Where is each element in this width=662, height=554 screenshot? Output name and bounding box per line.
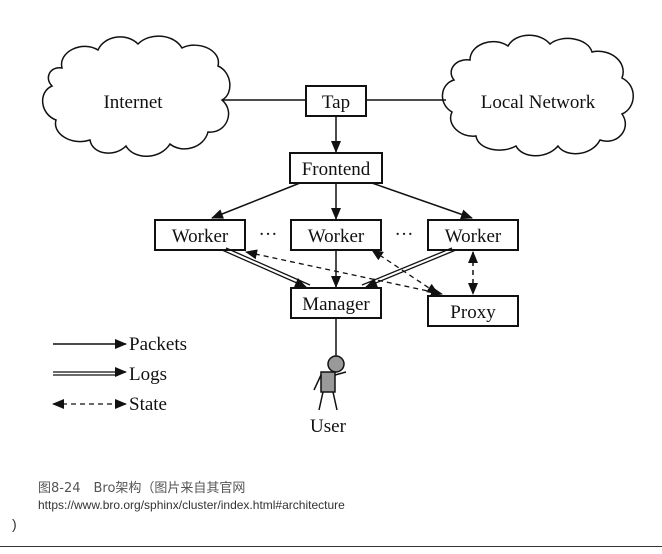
- bottom-divider: [0, 546, 662, 547]
- worker-left-label: Worker: [172, 226, 229, 247]
- proxy-node: Proxy: [427, 295, 519, 327]
- legend-logs-line: [53, 367, 127, 377]
- legend-packets-label: Packets: [129, 334, 187, 355]
- caption-closing-paren: ): [12, 516, 17, 532]
- figure-caption: 图8-24 Bro架构（图片来自其官网: [38, 481, 246, 496]
- worker-ellipsis-right: ···: [395, 224, 414, 245]
- proxy-label: Proxy: [450, 302, 496, 323]
- frontend-node: Frontend: [289, 152, 383, 184]
- legend-state-label: State: [129, 394, 167, 415]
- packets-frontend-worker-left: [211, 182, 301, 219]
- logs-worker-right-manager: [361, 247, 457, 288]
- manager-node: Manager: [290, 287, 382, 319]
- user-figure-icon: [313, 355, 347, 411]
- state-worker-left-proxy: [245, 249, 443, 297]
- packets-frontend-worker-right: [371, 182, 473, 220]
- local-network-cloud: Local Network: [441, 34, 634, 157]
- logs-worker-left-manager: [221, 247, 311, 288]
- internet-cloud: Internet: [42, 35, 231, 157]
- worker-mid-node: Worker: [290, 219, 382, 251]
- local-network-label: Local Network: [481, 92, 596, 113]
- internet-label: Internet: [103, 92, 163, 113]
- architecture-diagram: Internet Local Network Tap Frontend Work…: [42, 34, 634, 437]
- tap-label: Tap: [322, 92, 350, 113]
- worker-left-node: Worker: [154, 219, 246, 251]
- legend: Packets Logs State: [52, 334, 187, 415]
- tap-node: Tap: [305, 85, 367, 117]
- worker-mid-label: Worker: [308, 226, 365, 247]
- user-label: User: [310, 416, 347, 437]
- frontend-label: Frontend: [302, 159, 371, 180]
- worker-right-label: Worker: [445, 226, 502, 247]
- source-url: https://www.bro.org/sphinx/cluster/index…: [38, 498, 345, 512]
- worker-ellipsis-left: ···: [259, 224, 278, 245]
- manager-label: Manager: [302, 294, 370, 315]
- worker-right-node: Worker: [427, 219, 519, 251]
- state-worker-mid-proxy: [371, 249, 439, 295]
- legend-logs-label: Logs: [129, 364, 167, 385]
